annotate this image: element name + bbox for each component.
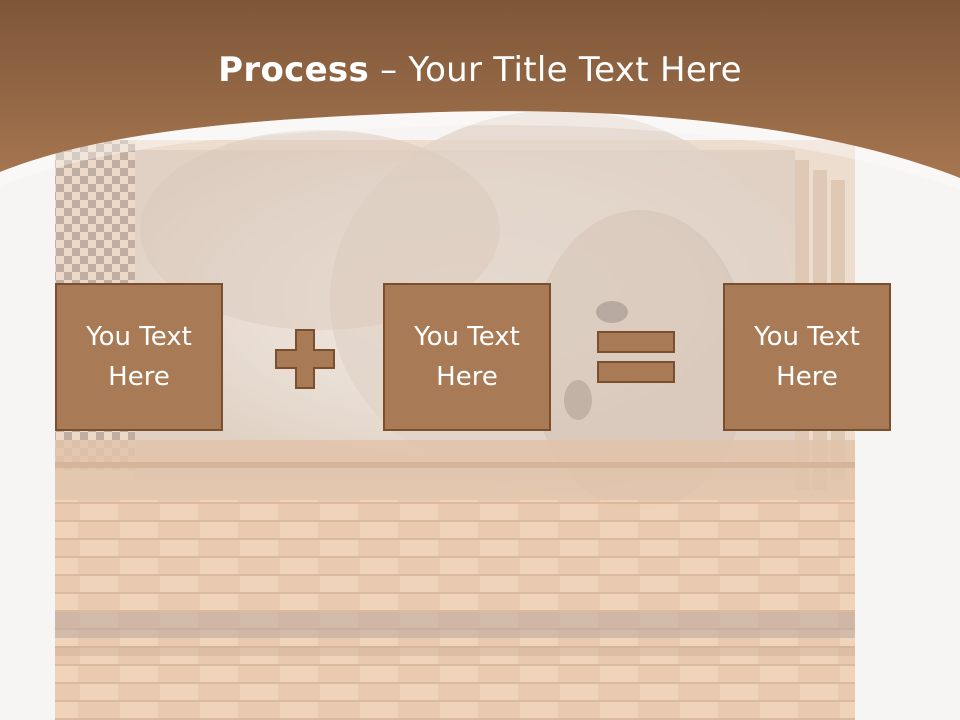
process-box-1[interactable]: You Text Here <box>55 283 223 431</box>
plus-icon <box>275 329 335 389</box>
process-box-2[interactable]: You Text Here <box>383 283 551 431</box>
equals-icon <box>597 331 675 383</box>
process-box-1-text: You Text Here <box>86 322 192 392</box>
process-box-2-text: You Text Here <box>414 322 520 392</box>
title-bold: Process <box>218 50 370 90</box>
slide-title: Process – Your Title Text Here <box>0 50 960 90</box>
process-box-3-text: You Text Here <box>754 322 860 392</box>
process-box-3[interactable]: You Text Here <box>723 283 891 431</box>
title-rest: – Your Title Text Here <box>369 50 742 90</box>
